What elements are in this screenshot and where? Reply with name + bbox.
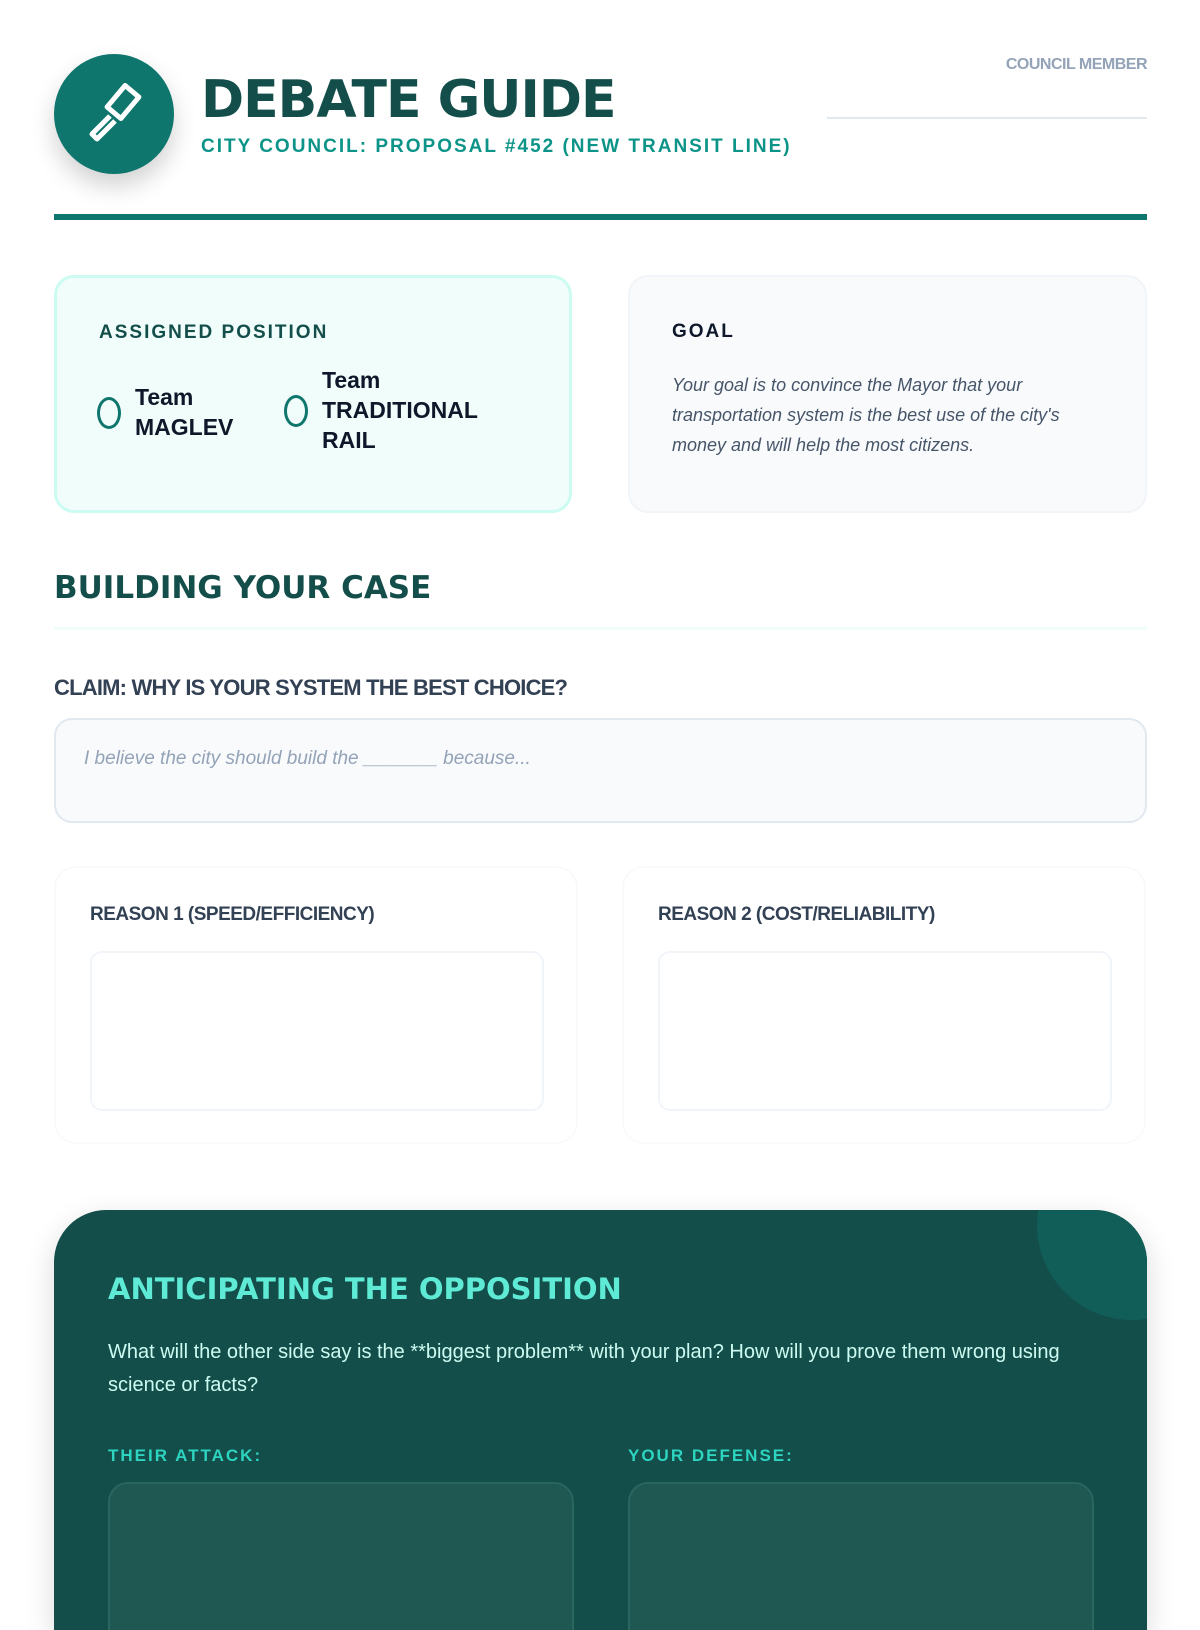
radio-circle-icon[interactable]	[284, 394, 308, 427]
council-member-field[interactable]	[827, 117, 1147, 119]
opposition-heading: ANTICIPATING THE OPPOSITION	[108, 1272, 622, 1306]
goal-text: Your goal is to convince the Mayor that …	[672, 375, 1060, 455]
section-heading-building-case: BUILDING YOUR CASE	[54, 570, 432, 606]
reason-2-label: REASON 2 (COST/RELIABILITY)	[658, 904, 935, 925]
page-subtitle: CITY COUNCIL: PROPOSAL #452 (NEW TRANSIT…	[201, 136, 792, 157]
reason-2-card: REASON 2 (COST/RELIABILITY)	[622, 866, 1146, 1144]
option-text: TRADITIONAL	[322, 396, 478, 423]
reason-1-label: REASON 1 (SPEED/EFFICIENCY)	[90, 904, 375, 925]
section-divider	[54, 627, 1147, 630]
your-defense-label: YOUR DEFENSE:	[628, 1446, 794, 1465]
option-text: Team	[322, 367, 381, 393]
option-text: RAIL	[322, 426, 376, 453]
option-text: MAGLEV	[135, 413, 234, 440]
radio-circle-icon[interactable]	[97, 396, 121, 429]
claim-label: CLAIM: WHY IS YOUR SYSTEM THE BEST CHOIC…	[54, 675, 568, 700]
claim-input[interactable]: I believe the city should build the ____…	[54, 718, 1147, 823]
reason-1-input[interactable]	[90, 951, 544, 1111]
assigned-position-label: ASSIGNED POSITION	[99, 322, 329, 343]
goal-label: GOAL	[672, 321, 735, 342]
header-divider	[54, 214, 1147, 220]
goal-card: GOAL Your goal is to convince the Mayor …	[628, 275, 1147, 513]
their-attack-label: THEIR ATTACK:	[108, 1446, 263, 1465]
your-defense-input[interactable]	[628, 1482, 1094, 1630]
gavel-icon	[54, 54, 174, 174]
option-text: Team	[135, 384, 194, 410]
opposition-instructions: What will the other side say is the **bi…	[108, 1341, 1060, 1396]
reason-2-input[interactable]	[658, 951, 1112, 1111]
opposition-section: ANTICIPATING THE OPPOSITION What will th…	[54, 1210, 1147, 1630]
their-attack-input[interactable]	[108, 1482, 574, 1630]
reason-1-card: REASON 1 (SPEED/EFFICIENCY)	[54, 866, 578, 1144]
council-member-label: COUNCIL MEMBER	[1005, 56, 1148, 73]
decorative-circle	[1037, 1210, 1147, 1320]
page-title: DEBATE GUIDE	[201, 70, 617, 130]
